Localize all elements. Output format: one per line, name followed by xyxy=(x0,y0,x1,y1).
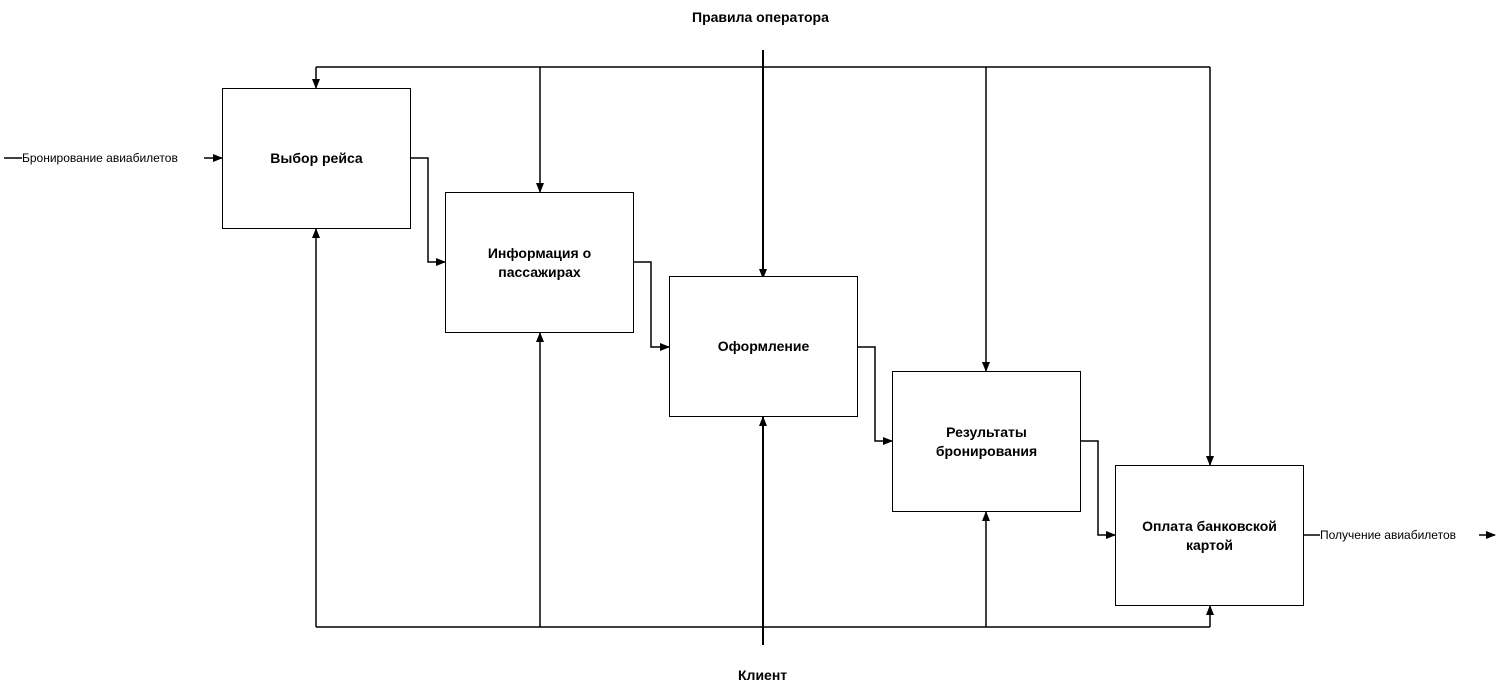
mechanism-label: Клиент xyxy=(738,667,788,683)
process-box-2: Информация о пассажирах xyxy=(445,192,634,333)
flow-3-to-4 xyxy=(858,346,893,445)
control-label: Правила оператора xyxy=(692,9,829,25)
flow-1-to-2 xyxy=(411,157,446,266)
process-box-3-label: Оформление xyxy=(717,338,810,354)
process-box-1: Выбор рейса xyxy=(222,88,411,229)
process-box-5-label: Оплата банковской картой xyxy=(1142,517,1277,553)
process-box-4-label: Результаты бронирования xyxy=(935,423,1038,459)
process-box-1-label: Выбор рейса xyxy=(270,150,363,166)
process-box-2-label: Информация о пассажирах xyxy=(487,244,592,280)
flow-4-to-5 xyxy=(1081,440,1116,539)
process-box-5: Оплата банковской картой xyxy=(1115,465,1304,606)
process-box-3: Оформление xyxy=(669,276,858,417)
input-label: Бронирование авиабилетов xyxy=(22,151,178,165)
output-label: Получение авиабилетов xyxy=(1320,528,1456,542)
flow-2-to-3 xyxy=(634,261,670,351)
process-box-4: Результаты бронирования xyxy=(892,371,1081,512)
